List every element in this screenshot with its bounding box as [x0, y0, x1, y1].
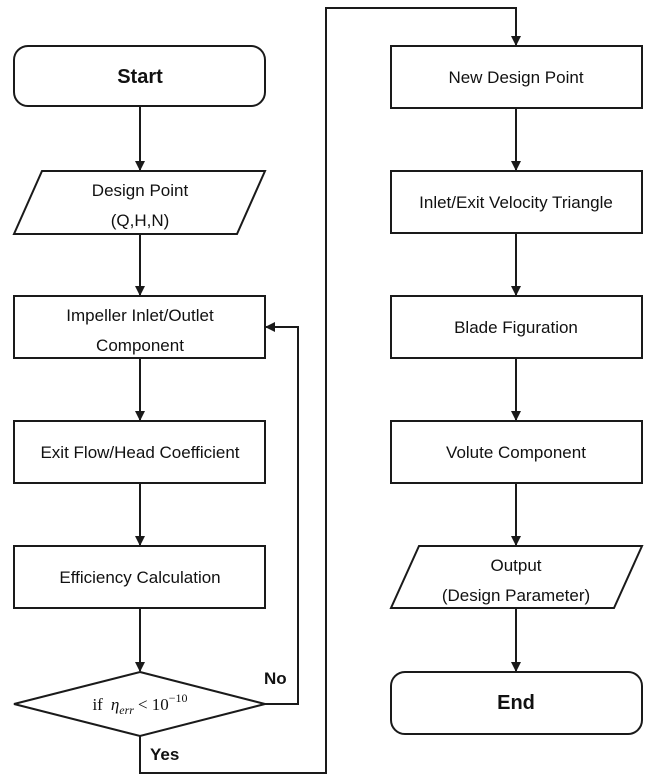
design-point-input	[12, 170, 267, 235]
blade-figuration-process	[390, 295, 643, 359]
blade-figuration-label: Blade Figuration	[454, 318, 578, 337]
velocity-triangle-label: Inlet/Exit Velocity Triangle	[419, 193, 613, 212]
volute-component-label: Volute Component	[446, 443, 586, 462]
impeller-label-line2: Component	[96, 336, 184, 355]
edge-label-no: No	[264, 669, 287, 688]
design-point-label-line2: (Q,H,N)	[111, 211, 170, 230]
end-terminator	[390, 671, 643, 735]
arrow-no-loop	[265, 322, 299, 705]
exit-flow-label: Exit Flow/Head Coefficient	[40, 443, 239, 462]
volute-component-process	[390, 420, 643, 484]
output-parallelogram	[389, 545, 644, 609]
edge-label-yes: Yes	[150, 745, 179, 764]
impeller-label-line1: Impeller Inlet/Outlet	[66, 306, 214, 325]
end-label: End	[497, 692, 535, 714]
efficiency-process	[13, 545, 266, 609]
output-label-line1: Output	[490, 556, 541, 575]
velocity-triangle-process	[390, 170, 643, 234]
exit-flow-process	[13, 420, 266, 484]
arrow-yes-to-new-design-point	[139, 7, 521, 774]
output-label-line2: (Design Parameter)	[442, 586, 590, 605]
efficiency-label: Efficiency Calculation	[59, 568, 220, 587]
new-design-point-label: New Design Point	[448, 68, 583, 87]
design-point-label-line1: Design Point	[92, 181, 189, 200]
start-label: Start	[117, 66, 163, 88]
impeller-process	[13, 295, 266, 359]
